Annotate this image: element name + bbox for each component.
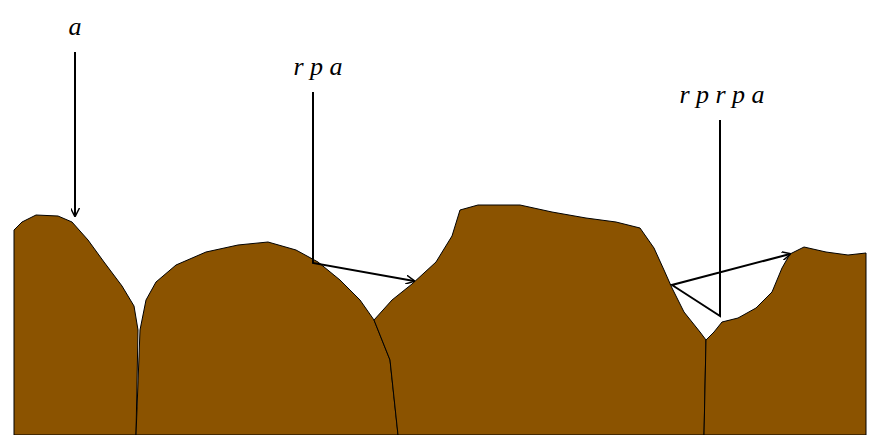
grain bbox=[704, 247, 866, 435]
process-label: r p r p a bbox=[679, 82, 764, 108]
process-label: a bbox=[69, 14, 82, 40]
grain bbox=[374, 205, 706, 435]
grain bbox=[14, 215, 138, 435]
ray-arrow bbox=[74, 52, 76, 216]
ray-arrow bbox=[672, 120, 790, 316]
process-label: r p a bbox=[293, 54, 342, 80]
ray-arrow bbox=[313, 92, 414, 281]
